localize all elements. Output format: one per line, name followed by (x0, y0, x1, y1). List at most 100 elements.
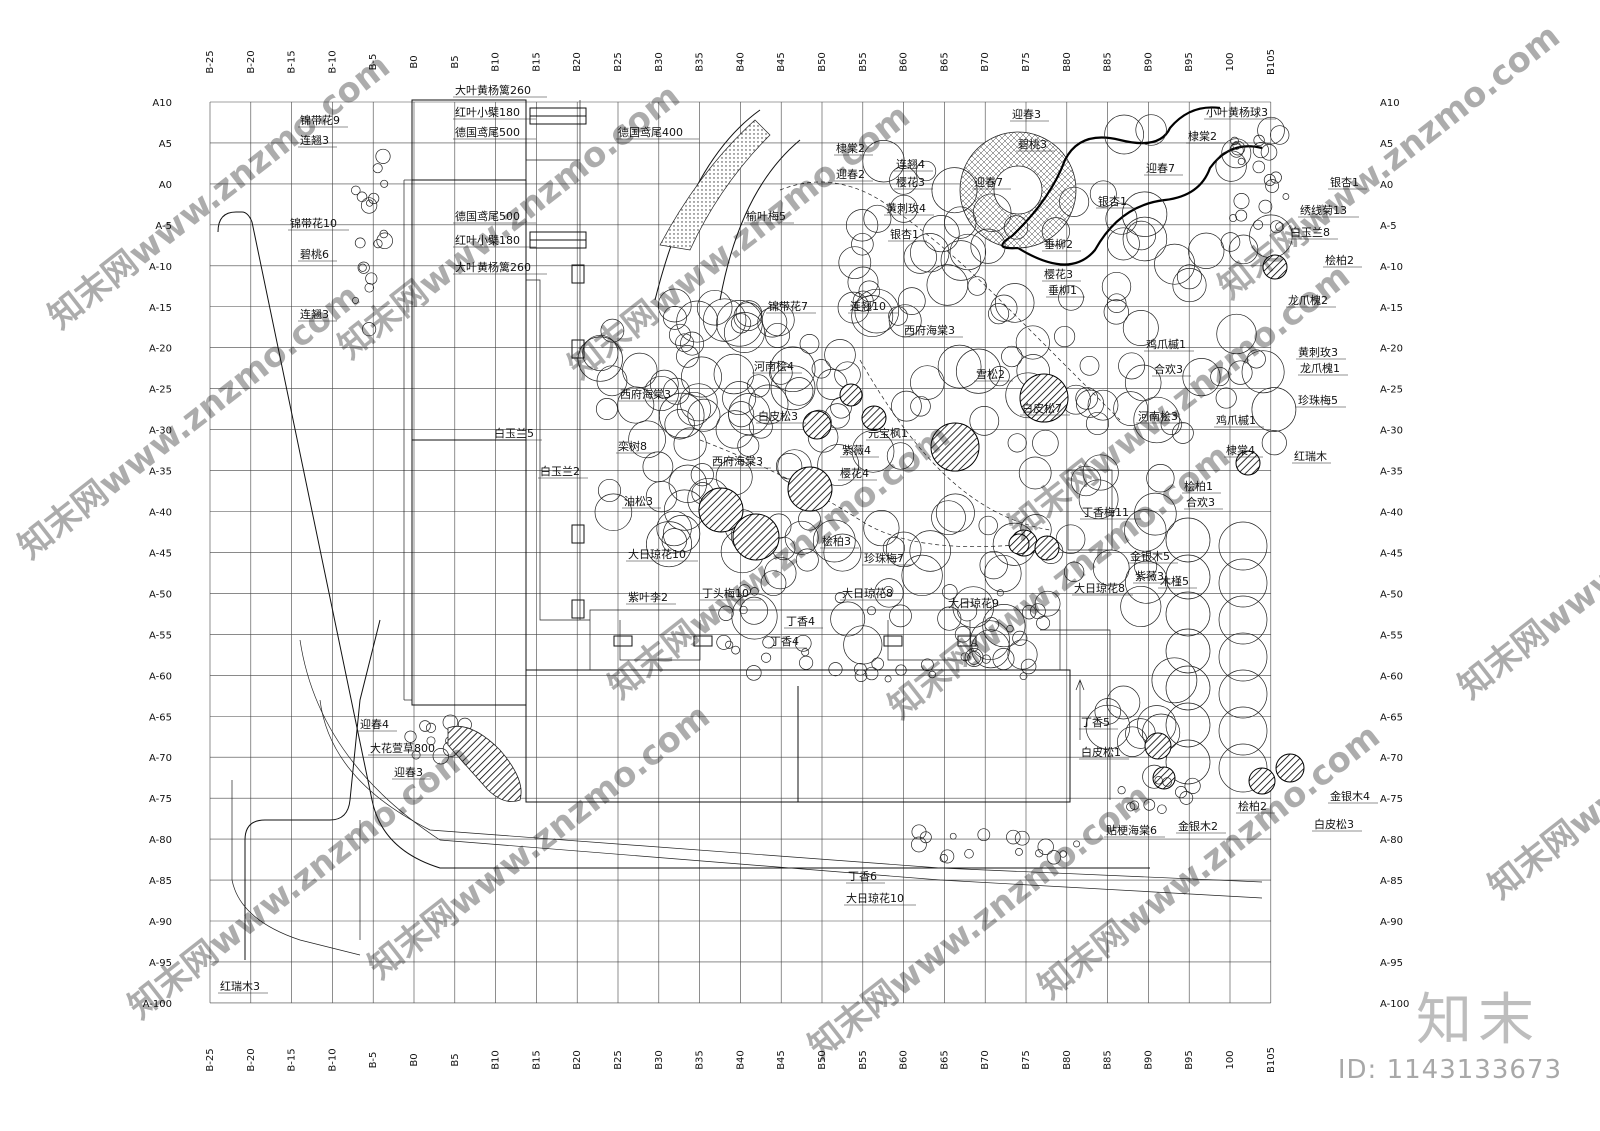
column-label: 100 (1225, 52, 1236, 71)
shrub (372, 163, 383, 174)
column-label: B0 (409, 55, 420, 68)
lawn-circle (1218, 669, 1268, 719)
plant-label: 合欢3 (1154, 362, 1183, 376)
deciduous-tree (577, 336, 623, 382)
deciduous-tree (1228, 360, 1253, 385)
lawn-circle (1165, 517, 1211, 563)
lawn-circle (1165, 665, 1211, 711)
plant-label: 锦带花9 (300, 113, 340, 127)
plant-label: 贴梗海棠6 (1106, 823, 1157, 837)
column-label: B-15 (287, 1048, 298, 1071)
shrub (977, 828, 991, 842)
shrub (1035, 849, 1044, 858)
shrub (867, 606, 876, 616)
plant-label: 桧柏1 (1184, 479, 1213, 493)
shrub (373, 239, 383, 249)
plant-label: 白皮松3 (758, 409, 798, 423)
deciduous-tree (1228, 234, 1259, 265)
row-label: A-20 (1380, 344, 1403, 355)
plant-label: 红瑞木3 (220, 979, 260, 993)
shrub (425, 722, 437, 733)
deciduous-tree (757, 307, 788, 338)
plant-label: 黄刺玫3 (1298, 345, 1338, 359)
row-label: A-25 (1380, 385, 1403, 396)
deciduous-tree (775, 453, 803, 480)
deciduous-tree (715, 410, 754, 449)
deciduous-tree (994, 283, 1035, 323)
evergreen-tree (861, 405, 887, 431)
row-label: A-80 (149, 835, 172, 846)
plant-label: 丁香4 (786, 615, 815, 628)
column-label: B0 (409, 1053, 420, 1066)
plant-label: 锦带花7 (768, 299, 808, 313)
evergreen-tree (787, 466, 833, 512)
shrub (794, 634, 812, 652)
column-label: B90 (1143, 1050, 1154, 1070)
deciduous-tree (1160, 413, 1182, 435)
plant-label: 银杏1 (1330, 175, 1359, 189)
shrub (964, 849, 974, 859)
shrub (352, 296, 359, 304)
deciduous-tree (1034, 590, 1061, 617)
column-label: B55 (858, 52, 869, 72)
deciduous-tree (889, 604, 912, 628)
lawn-circle (1218, 558, 1268, 608)
shrub (940, 849, 955, 864)
shrub (928, 670, 937, 679)
deciduous-tree (851, 430, 895, 473)
deciduous-tree (812, 519, 856, 563)
column-label: B15 (531, 52, 542, 72)
deciduous-tree (687, 398, 721, 432)
shrub (354, 237, 366, 249)
column-label: B30 (654, 1050, 665, 1070)
plant-label: 丁香6 (848, 870, 877, 883)
shrub (828, 662, 843, 677)
plant-label: 龙爪槐2 (1288, 293, 1328, 307)
row-label: A-85 (1380, 876, 1403, 887)
deciduous-tree (969, 406, 1000, 436)
shrub (1229, 214, 1238, 223)
shrub (1037, 838, 1054, 855)
shrub (996, 589, 1004, 597)
deciduous-tree (731, 313, 752, 334)
shrub (739, 605, 748, 615)
plant-label: 棣棠4 (1226, 444, 1255, 457)
shrub (358, 263, 367, 272)
shrub (360, 197, 378, 214)
plant-label: 紫薇3 (1135, 570, 1164, 583)
deciduous-tree (676, 345, 699, 368)
deciduous-tree (1018, 456, 1052, 490)
deciduous-tree (1079, 355, 1100, 376)
deciduous-tree (1176, 264, 1202, 290)
evergreen-tree (1034, 535, 1060, 561)
deciduous-tree (955, 348, 1002, 394)
deciduous-tree (662, 377, 690, 405)
deciduous-tree (1241, 350, 1285, 394)
column-label: B-15 (287, 50, 298, 73)
plant-label: 金银木2 (1178, 819, 1218, 833)
shrub (368, 192, 380, 204)
deciduous-tree (901, 554, 943, 597)
plant-label: 红叶小檗180 (455, 105, 520, 119)
deciduous-tree (1261, 430, 1287, 456)
deciduous-tree (1221, 138, 1252, 169)
plant-label: 棣棠2 (1188, 130, 1217, 143)
deciduous-tree (1124, 560, 1168, 604)
plant-label: 大日琼花9 (948, 596, 999, 610)
row-label: A-20 (149, 344, 172, 355)
row-label: A-30 (149, 426, 172, 437)
deciduous-tree (1188, 232, 1225, 269)
deciduous-tree (795, 548, 819, 572)
garden-paths (699, 181, 1121, 548)
watermark-text: 知末网www.znzmo.com (121, 736, 478, 1027)
shrub (1129, 800, 1140, 811)
asset-id: ID: 1143133673 (1337, 1055, 1562, 1085)
shrub (1021, 605, 1037, 620)
deciduous-tree (935, 493, 975, 533)
watermark-text: 知末网www.znzmo.com (1451, 416, 1600, 707)
deciduous-tree (764, 556, 797, 590)
deciduous-tree (1054, 325, 1076, 348)
column-label: B35 (695, 52, 706, 72)
deciduous-tree (926, 264, 969, 306)
